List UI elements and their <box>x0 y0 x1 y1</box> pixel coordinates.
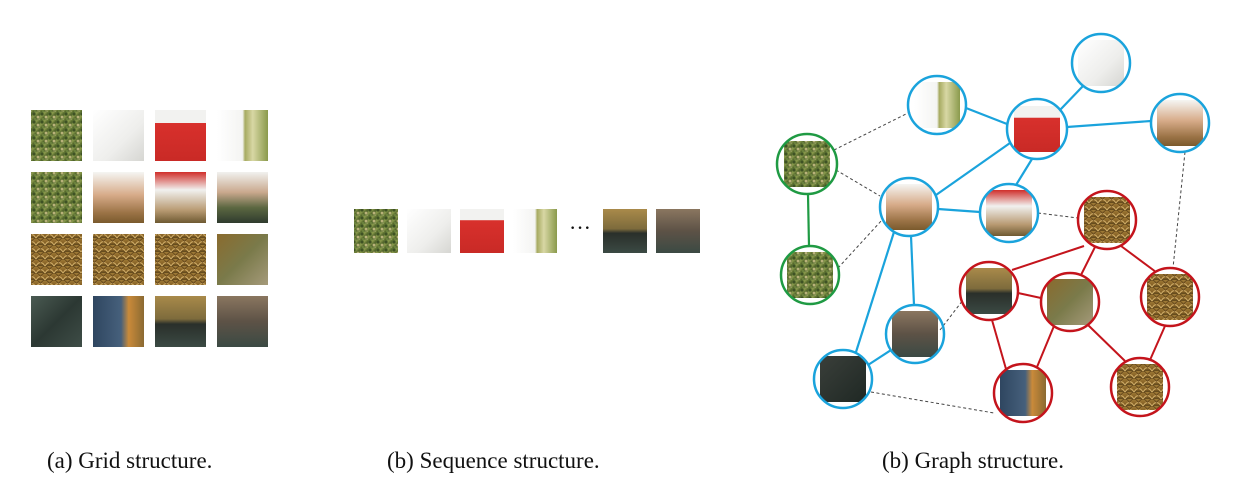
graph-node-bamboo <box>906 74 968 136</box>
grid-patch <box>93 296 144 347</box>
sequence-patch <box>656 209 700 253</box>
graph-edge-blue <box>1059 85 1084 111</box>
graph-node-fish-ground <box>958 260 1020 322</box>
graph-edge-dashed <box>1172 151 1186 269</box>
grid-patch <box>93 172 144 223</box>
graph-node-fish-scales-top <box>1076 189 1138 251</box>
graph-node-logo-arm <box>978 182 1040 244</box>
grid-patch <box>155 172 206 223</box>
graph-edge-red <box>1017 292 1042 299</box>
graph-structure <box>775 32 1211 424</box>
sequence-patch <box>460 209 504 253</box>
grid-patch <box>217 110 268 161</box>
graph-node-foliage-bottom <box>779 244 841 306</box>
graph-edge-blue <box>965 106 1008 126</box>
grid-patch <box>31 234 82 285</box>
caption-sequence: (b) Sequence structure. <box>387 448 600 473</box>
grid-structure <box>31 110 268 347</box>
graph-node-logo <box>1005 97 1069 161</box>
sequence-ellipsis: ··· <box>569 215 591 240</box>
graph-edge-green <box>806 193 811 247</box>
graph-edge-red <box>1149 325 1166 361</box>
grid-patch <box>93 234 144 285</box>
graph-node-arm-center <box>878 176 940 238</box>
graph-node-jeans <box>992 362 1054 424</box>
grid-patch <box>31 296 82 347</box>
grid-patch <box>93 110 144 161</box>
grid-patch <box>217 296 268 347</box>
graph-edge-dashed <box>833 111 911 151</box>
grid-patch <box>217 172 268 223</box>
sequence-patch <box>407 209 451 253</box>
graph-edge-red <box>991 319 1007 370</box>
graph-edge-blue <box>909 235 916 306</box>
graph-edge-red <box>1011 245 1085 271</box>
graph-node-ground <box>812 348 874 410</box>
graph-edge-blue <box>935 142 1011 196</box>
graph-edge-dashed <box>837 219 883 269</box>
graph-edge-dashed <box>1037 212 1079 219</box>
grid-patch <box>31 110 82 161</box>
graph-edge-red <box>1036 325 1055 368</box>
sequence-patch <box>354 209 398 253</box>
grid-patch <box>155 296 206 347</box>
red-edges <box>991 245 1166 370</box>
grid-patch <box>155 110 206 161</box>
graph-edge-dashed <box>870 391 995 414</box>
graph-node-fish-head <box>1039 271 1101 333</box>
sequence-patch <box>603 209 647 253</box>
graph-edge-blue <box>937 207 981 214</box>
graph-edge-red <box>1120 245 1157 273</box>
graph-node-arm-right <box>1149 92 1211 154</box>
graph-edge-blue <box>1066 119 1152 129</box>
grid-patch <box>155 234 206 285</box>
graph-node-foliage-top <box>775 132 839 196</box>
graph-edge-red <box>1080 246 1096 276</box>
graph-edge-blue <box>1015 158 1033 186</box>
grid-patch <box>31 172 82 223</box>
graph-edge-blue <box>854 231 896 353</box>
graph-node-gravel <box>884 303 946 365</box>
sequence-structure: ··· <box>354 209 700 253</box>
graph-edge-dashed <box>835 169 881 197</box>
caption-grid: (a) Grid structure. <box>47 448 213 473</box>
graph-node-shirt-top <box>1070 32 1132 94</box>
caption-graph: (b) Graph structure. <box>882 448 1065 473</box>
sequence-patch <box>513 209 557 253</box>
blue-edges <box>854 85 1152 366</box>
grid-patch <box>217 234 268 285</box>
graph-edge-red <box>1087 324 1126 362</box>
graph-edge-blue <box>867 349 892 366</box>
graph-node-fish-scales-right <box>1139 266 1201 328</box>
graph-node-fish-bottom <box>1109 356 1171 418</box>
